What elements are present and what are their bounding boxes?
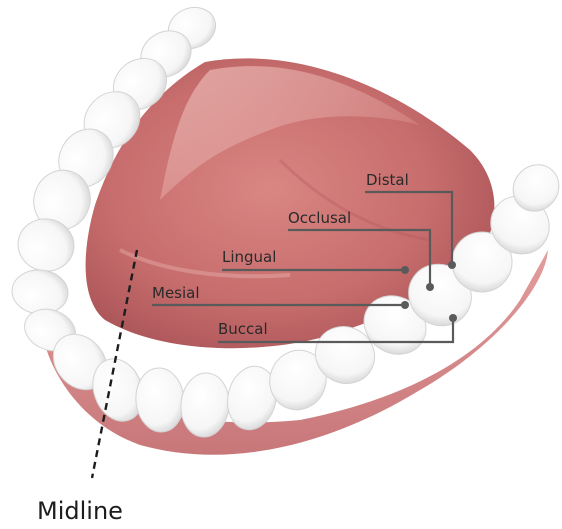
tooth: [10, 268, 70, 317]
label-occlusal: Occlusal: [288, 209, 351, 227]
label-midline: Midline: [37, 497, 123, 525]
label-distal: Distal: [366, 171, 409, 189]
label-lingual: Lingual: [222, 248, 276, 266]
label-buccal: Buccal: [218, 320, 268, 338]
label-mesial: Mesial: [152, 284, 200, 302]
